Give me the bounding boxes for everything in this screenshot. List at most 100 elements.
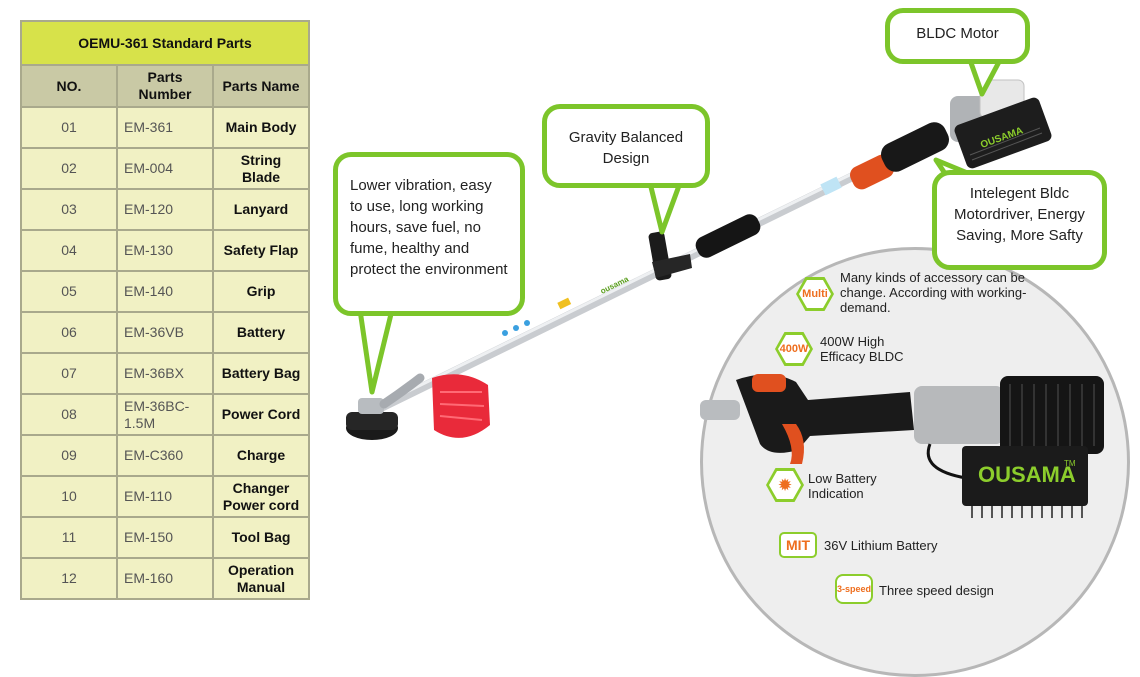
feature-multi-text: Many kinds of accessory can be change. A…: [840, 270, 1027, 315]
row-part-number: EM-140: [116, 270, 214, 313]
callout-bldc-motor: BLDC Motor: [885, 8, 1030, 64]
string-trimmer-illustration: ousama OUSAMA: [346, 79, 1052, 440]
closeup-trigger-guard: [782, 424, 804, 464]
row-part-name: Battery Bag: [212, 352, 310, 395]
driver-fins: [969, 127, 1043, 161]
row-no: 04: [20, 229, 118, 272]
front-handle-bar: [652, 254, 692, 278]
header-parts-name: Parts Name: [212, 64, 310, 108]
row-part-number: EM-130: [116, 229, 214, 272]
trimmer-neck: [379, 373, 425, 409]
tail-lower-vibration: [357, 309, 395, 395]
row-part-number: EM-36BC-1.5M: [116, 393, 214, 436]
feature-lithium-text: 36V Lithium Battery: [824, 538, 938, 553]
row-part-name: Tool Bag: [212, 516, 310, 559]
row-no: 03: [20, 188, 118, 231]
row-no: 09: [20, 434, 118, 477]
row-no: 05: [20, 270, 118, 313]
trimmer-head-body: [346, 412, 398, 430]
row-part-name: Operation Manual: [212, 557, 310, 600]
closeup-motor: [1000, 376, 1104, 454]
row-part-number: EM-361: [116, 106, 214, 149]
callout-gravity-text: Gravity Balanced Design: [568, 129, 684, 167]
safety-flap-guard: [432, 374, 490, 438]
row-part-name: String Blade: [212, 147, 310, 190]
row-no: 06: [20, 311, 118, 354]
shaft-decal: [513, 325, 519, 331]
row-part-number: EM-110: [116, 475, 214, 518]
callout-motordriver-text: Intelegent Bldc Motordriver, Energy Savi…: [954, 185, 1085, 244]
tail-gravity: [647, 182, 683, 235]
header-parts-number: Parts Number: [116, 64, 214, 108]
callout-tails: [357, 58, 1003, 395]
closeup-brand-tm: TM: [1064, 459, 1076, 468]
standard-parts-table: OEMU-361 Standard Parts NO. Parts Number…: [20, 20, 310, 600]
closeup-trigger: [752, 374, 786, 392]
row-part-number: EM-120: [116, 188, 214, 231]
row-part-number: EM-36BX: [116, 352, 214, 395]
row-no: 02: [20, 147, 118, 190]
motor-driver-box: [954, 97, 1052, 169]
row-part-name: Lanyard: [212, 188, 310, 231]
callout-lower-vibration: Lower vibration, easy to use, long worki…: [333, 152, 525, 316]
row-part-name: Changer Power cord: [212, 475, 310, 518]
row-no: 01: [20, 106, 118, 149]
lithium-badge: MIT: [779, 532, 817, 558]
closeup-motor-fins: [1009, 384, 1095, 446]
row-part-number: EM-36VB: [116, 311, 214, 354]
feature-power-text: 400W High Efficacy BLDC: [820, 334, 904, 364]
rear-handle: [881, 122, 949, 172]
row-part-number: EM-150: [116, 516, 214, 559]
row-no: 12: [20, 557, 118, 600]
callout-lower-vibration-text: Lower vibration, easy to use, long worki…: [350, 177, 508, 278]
trimmer-shaft: [375, 163, 875, 413]
row-no: 08: [20, 393, 118, 436]
row-part-name: Safety Flap: [212, 229, 310, 272]
shaft-warning-label: [557, 297, 572, 310]
feature-battery-indication-text: Low Battery Indication: [808, 471, 877, 501]
feature-speed-text: Three speed design: [879, 583, 994, 598]
trimmer-shaft-highlight: [378, 163, 872, 407]
closeup-driver-box: [962, 446, 1088, 506]
callout-motordriver: Intelegent Bldc Motordriver, Energy Savi…: [932, 170, 1107, 270]
closeup-cable: [926, 443, 967, 480]
shaft-decal: [502, 330, 508, 336]
guard-ribs: [439, 391, 485, 421]
shaft-decal: [524, 320, 530, 326]
row-no: 10: [20, 475, 118, 518]
rear-trigger: [850, 154, 894, 190]
closeup-brand-name: OUSAMA: [978, 462, 1076, 487]
trimmer-gear: [358, 398, 384, 414]
row-part-name: Battery: [212, 311, 310, 354]
closeup-handle: [736, 374, 914, 453]
row-part-name: Power Cord: [212, 393, 310, 436]
row-part-name: Main Body: [212, 106, 310, 149]
closeup-gear-housing: [914, 386, 1004, 444]
callout-bldc-motor-text: BLDC Motor: [916, 25, 999, 42]
row-part-name: Charge: [212, 434, 310, 477]
row-no: 07: [20, 352, 118, 395]
callout-gravity: Gravity Balanced Design: [542, 104, 710, 188]
closeup-motor-illustration: OUSAMA TM: [700, 374, 1104, 518]
header-no: NO.: [20, 64, 118, 108]
table-title: OEMU-361 Standard Parts: [20, 20, 310, 66]
closeup-shaft: [700, 400, 740, 420]
row-part-number: EM-C360: [116, 434, 214, 477]
foam-grip: [695, 214, 761, 258]
speed-badge: 3-speed: [835, 574, 873, 604]
row-part-number: EM-160: [116, 557, 214, 600]
closeup-driver-fins: [971, 506, 1083, 518]
row-part-name: Grip: [212, 270, 310, 313]
